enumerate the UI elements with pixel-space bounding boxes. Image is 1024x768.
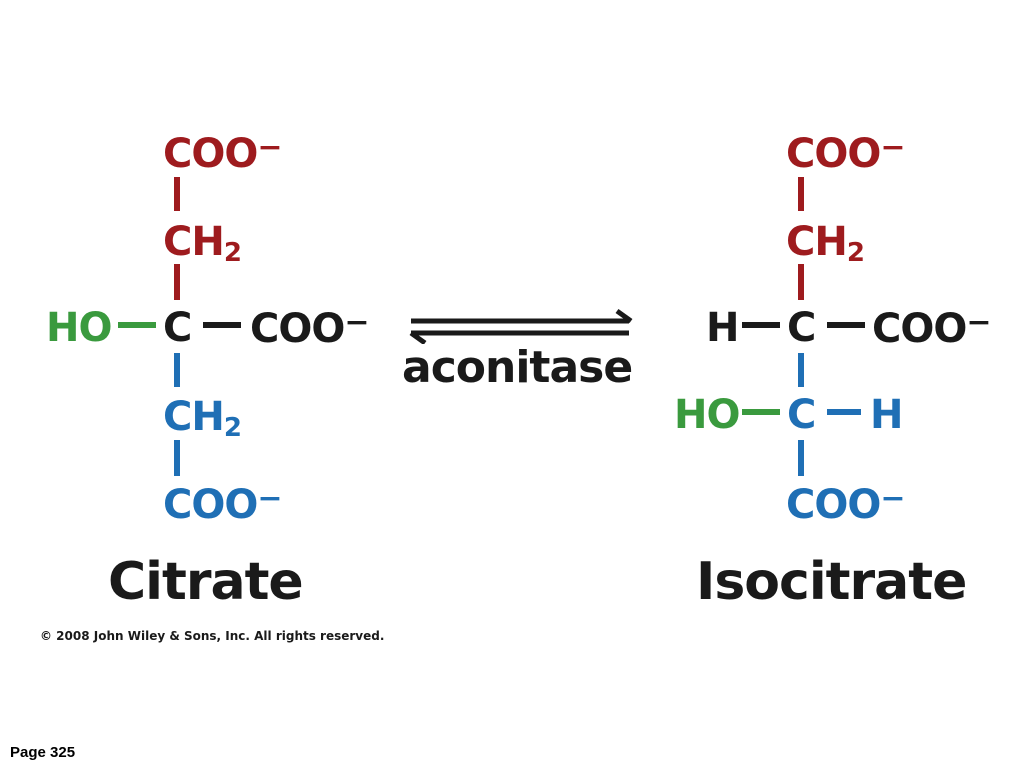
isocitrate-bond-upper	[798, 264, 804, 300]
isocitrate-bond-bottom	[798, 440, 804, 476]
citrate-bond-upper	[174, 264, 180, 300]
isocitrate-bond-h-lower	[827, 409, 861, 415]
isocitrate-hydrogen-upper: H	[706, 305, 739, 351]
isocitrate-bond-right	[827, 322, 865, 328]
citrate-label: Citrate	[108, 552, 304, 612]
page-number: Page 325	[10, 744, 76, 761]
citrate-lower-ch2: CH2	[163, 394, 242, 443]
citrate-bond-ho	[118, 322, 156, 328]
citrate-right-carboxylate: COO−	[250, 305, 370, 352]
copyright-notice: © 2008 John Wiley & Sons, Inc. All right…	[40, 629, 385, 643]
citrate-central-carbon: C	[163, 305, 192, 351]
citrate-upper-ch2: CH2	[163, 219, 242, 268]
isocitrate-carbon-upper: C	[787, 305, 816, 351]
isocitrate-label: Isocitrate	[696, 552, 967, 612]
isocitrate-hydrogen-lower: H	[870, 392, 903, 438]
isocitrate-carbon-lower: C	[787, 392, 816, 438]
citrate-bottom-carboxylate: COO−	[163, 481, 283, 528]
citrate-top-carboxylate: COO−	[163, 130, 283, 177]
citrate-bond-bottom	[174, 440, 180, 476]
isocitrate-top-carboxylate: COO−	[786, 130, 906, 177]
isocitrate-bond-top	[798, 177, 804, 211]
isocitrate-hydroxyl: HO	[674, 392, 740, 438]
citrate-bond-top	[174, 177, 180, 211]
equilibrium-arrows-icon	[409, 308, 633, 344]
isocitrate-bond-ho	[742, 409, 780, 415]
citrate-bond-lower	[174, 353, 180, 387]
isocitrate-bond-middle	[798, 353, 804, 387]
citrate-bond-right	[203, 322, 241, 328]
isocitrate-bottom-carboxylate: COO−	[786, 481, 906, 528]
citrate-hydroxyl: HO	[46, 305, 112, 351]
isocitrate-bond-h-upper	[742, 322, 780, 328]
isocitrate-ch2: CH2	[786, 219, 865, 268]
enzyme-label: aconitase	[402, 342, 633, 393]
isocitrate-right-carboxylate: COO−	[872, 305, 992, 352]
